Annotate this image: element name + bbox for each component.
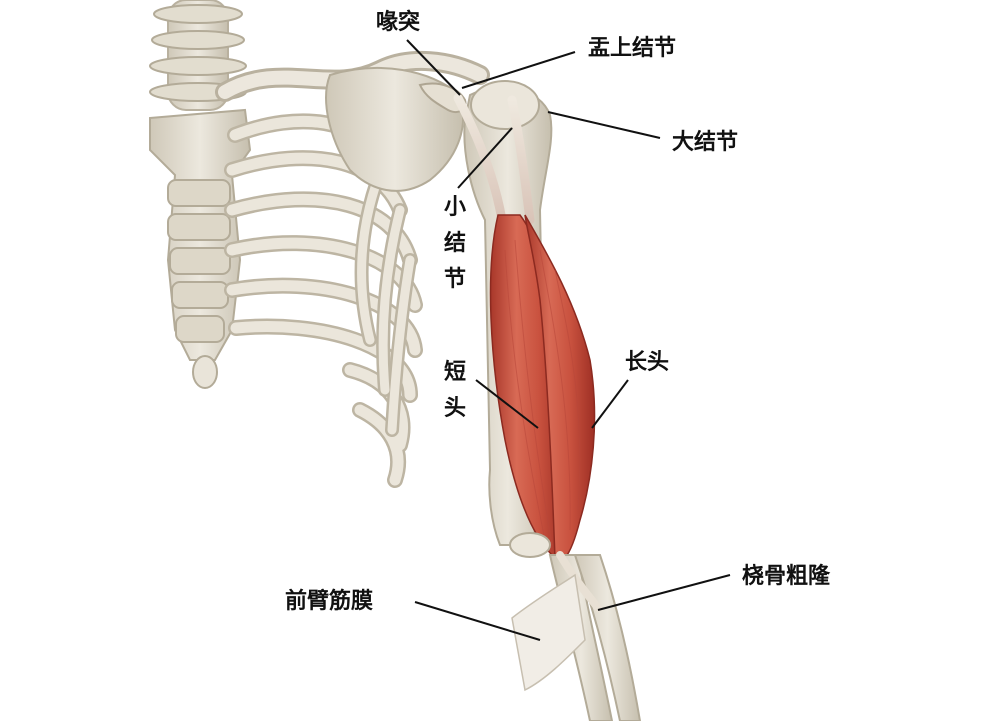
leader-long-head <box>591 379 629 429</box>
long-head-tendon <box>507 95 535 225</box>
label-greater-tubercle: 大结节 <box>672 130 739 155</box>
label-bicipital-aponeurosis: 前臂筋膜 <box>285 589 374 614</box>
label-lesser-tubercle: 小结节 <box>443 195 466 292</box>
label-radial-tuberosity: 桡骨粗隆 <box>742 564 831 589</box>
leader-supraglenoid <box>461 51 576 89</box>
leader-lines <box>406 39 731 641</box>
leader-radial-tuberosity <box>597 574 731 611</box>
leader-short-head <box>475 379 539 429</box>
label-supraglenoid-tubercle: 盂上结节 <box>588 36 677 61</box>
bicipital-aponeurosis <box>511 573 586 692</box>
short-head-tendon <box>453 93 507 225</box>
leader-lesser-tubercle <box>457 127 513 189</box>
leader-coracoid <box>406 39 461 96</box>
label-long-head: 长头 <box>625 350 670 375</box>
distal-tendon <box>556 551 602 612</box>
leader-aponeurosis <box>414 601 541 641</box>
label-short-head: 短头 <box>443 360 466 421</box>
scapula <box>325 66 465 192</box>
label-coracoid: 喙突 <box>376 10 421 35</box>
long-head-belly <box>524 214 596 559</box>
biceps-brachii <box>453 93 596 559</box>
leader-greater-tubercle <box>547 111 661 139</box>
rib-cage <box>224 113 423 488</box>
